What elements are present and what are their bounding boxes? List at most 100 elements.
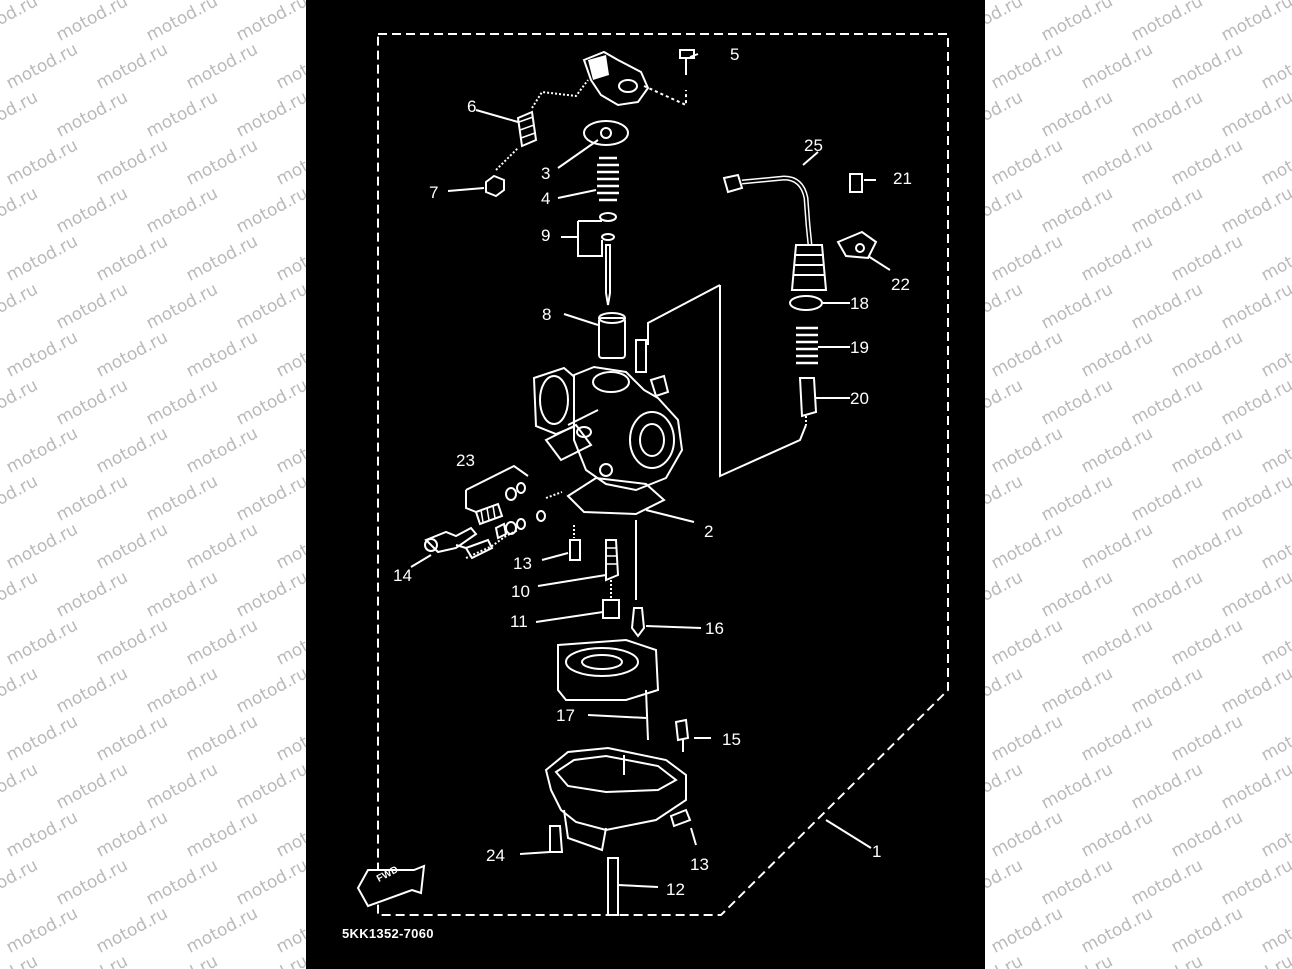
watermark-text: motod.ru (53, 759, 132, 814)
watermark-text: motod.ru (53, 183, 132, 238)
watermark-text: motod.ru (985, 567, 1027, 622)
watermark-text: motod.ru (233, 375, 306, 430)
watermark-text: motod.ru (53, 375, 132, 430)
gasket-3 (583, 120, 629, 146)
watermark-text: motod.ru (233, 471, 306, 526)
callout-23: 23 (456, 451, 475, 470)
watermark-text: motod.ru (3, 327, 82, 382)
watermark-text: motod.ru (93, 711, 172, 766)
watermark-text: motod.ru (1218, 759, 1292, 814)
parts-23 (455, 464, 546, 560)
watermark-text: motod.ru (1038, 0, 1117, 46)
watermark-text: motod.ru (233, 183, 306, 238)
watermark-text: motod.ru (1078, 423, 1157, 478)
watermark-text: motod.ru (1078, 135, 1157, 190)
watermark-text: motod.ru (1218, 375, 1292, 430)
watermark-text: motod.ru (273, 615, 306, 670)
watermark-text: motod.ru (93, 807, 172, 862)
needle-valve-16 (630, 607, 646, 638)
part-code: 5KK1352-7060 (342, 926, 434, 941)
watermark-text: motod.ru (53, 567, 132, 622)
callout-4: 4 (541, 189, 551, 208)
watermark-text: motod.ru (1258, 39, 1292, 94)
watermark-text: motod.ru (143, 471, 222, 526)
watermark-text: motod.ru (273, 135, 306, 190)
callout-22: 22 (891, 275, 910, 294)
watermark-text: motod.ru (93, 231, 172, 286)
watermark-text: motod.ru (985, 855, 1027, 910)
watermark-text: motod.ru (1078, 327, 1157, 382)
watermark-text: motod.ru (183, 615, 262, 670)
callout-13b: 13 (690, 855, 709, 874)
callout-18: 18 (850, 294, 869, 313)
watermark-text: motod.ru (183, 39, 262, 94)
watermark-text: motod.ru (1258, 711, 1292, 766)
watermark-text: motod.ru (3, 231, 82, 286)
screw-21 (849, 173, 863, 193)
watermark-text: motod.ru (183, 903, 262, 958)
callout-24: 24 (486, 846, 505, 865)
watermark-text: motod.ru (143, 0, 222, 46)
watermark-text: motod.ru (988, 903, 1067, 958)
watermark-text: motod.ru (3, 903, 82, 958)
screw-15 (674, 718, 690, 742)
watermark-text: motod.ru (143, 183, 222, 238)
watermark-text: motod.ru (0, 759, 42, 814)
watermark-text: motod.ru (1258, 135, 1292, 190)
watermark-text: motod.ru (233, 951, 306, 969)
callout-16: 16 (705, 619, 724, 638)
screw-24 (549, 825, 564, 853)
pilot-screw-14 (424, 526, 478, 554)
watermark-text: motod.ru (233, 567, 306, 622)
watermark-text: motod.ru (0, 951, 42, 969)
watermark-text: motod.ru (183, 519, 262, 574)
watermark-text: motod.ru (1218, 567, 1292, 622)
callout-20: 20 (850, 389, 869, 408)
gasket-2 (566, 476, 666, 516)
watermark-text: motod.ru (1218, 663, 1292, 718)
watermark-text: motod.ru (988, 327, 1067, 382)
watermark-text: motod.ru (273, 903, 306, 958)
watermark-text: motod.ru (183, 807, 262, 862)
jet-needle (605, 244, 611, 306)
watermark-text: motod.ru (93, 423, 172, 478)
watermark-text: motod.ru (53, 87, 132, 142)
callout-12: 12 (666, 880, 685, 899)
watermark-text: motod.ru (183, 711, 262, 766)
watermark-text: motod.ru (1038, 951, 1116, 969)
watermark-text: motod.ru (53, 855, 132, 910)
watermark-text: motod.ru (53, 279, 132, 334)
watermark-text: motod.ru (1128, 663, 1207, 718)
watermark-text: motod.ru (1078, 711, 1157, 766)
callout-9: 9 (541, 226, 551, 245)
watermark-text: motod.ru (233, 279, 306, 334)
watermark-text: motod.ru (988, 423, 1067, 478)
watermark-text: motod.ru (3, 423, 82, 478)
watermark-text: motod.ru (985, 759, 1027, 814)
watermark-text: motod.ru (143, 855, 222, 910)
watermark-text: motod.ru (985, 471, 1027, 526)
watermark-text: motod.ru (1218, 279, 1292, 334)
watermark-text: motod.ru (0, 87, 42, 142)
watermark-text: motod.ru (1258, 231, 1292, 286)
o-ring-18 (789, 295, 823, 311)
watermark-text: motod.ru (183, 135, 262, 190)
watermark-text: motod.ru (988, 807, 1067, 862)
watermark-text: motod.ru (233, 0, 306, 46)
watermark-text: motod.ru (233, 759, 306, 814)
watermark-text: motod.ru (0, 471, 42, 526)
watermark-text: motod.ru (985, 663, 1027, 718)
watermark-text: motod.ru (1128, 279, 1207, 334)
fwd-arrow (356, 864, 426, 908)
watermark-text: motod.ru (1038, 759, 1117, 814)
watermark-text: motod.ru (143, 567, 222, 622)
watermark-text: motod.ru (273, 807, 306, 862)
watermark-text: motod.ru (988, 519, 1067, 574)
watermark-text: motod.ru (1128, 375, 1207, 430)
watermark-text: motod.ru (1078, 903, 1157, 958)
watermark-text: motod.ru (988, 135, 1067, 190)
watermark-text: motod.ru (0, 183, 42, 238)
watermark-text: motod.ru (988, 39, 1067, 94)
watermark-text: motod.ru (3, 807, 82, 862)
